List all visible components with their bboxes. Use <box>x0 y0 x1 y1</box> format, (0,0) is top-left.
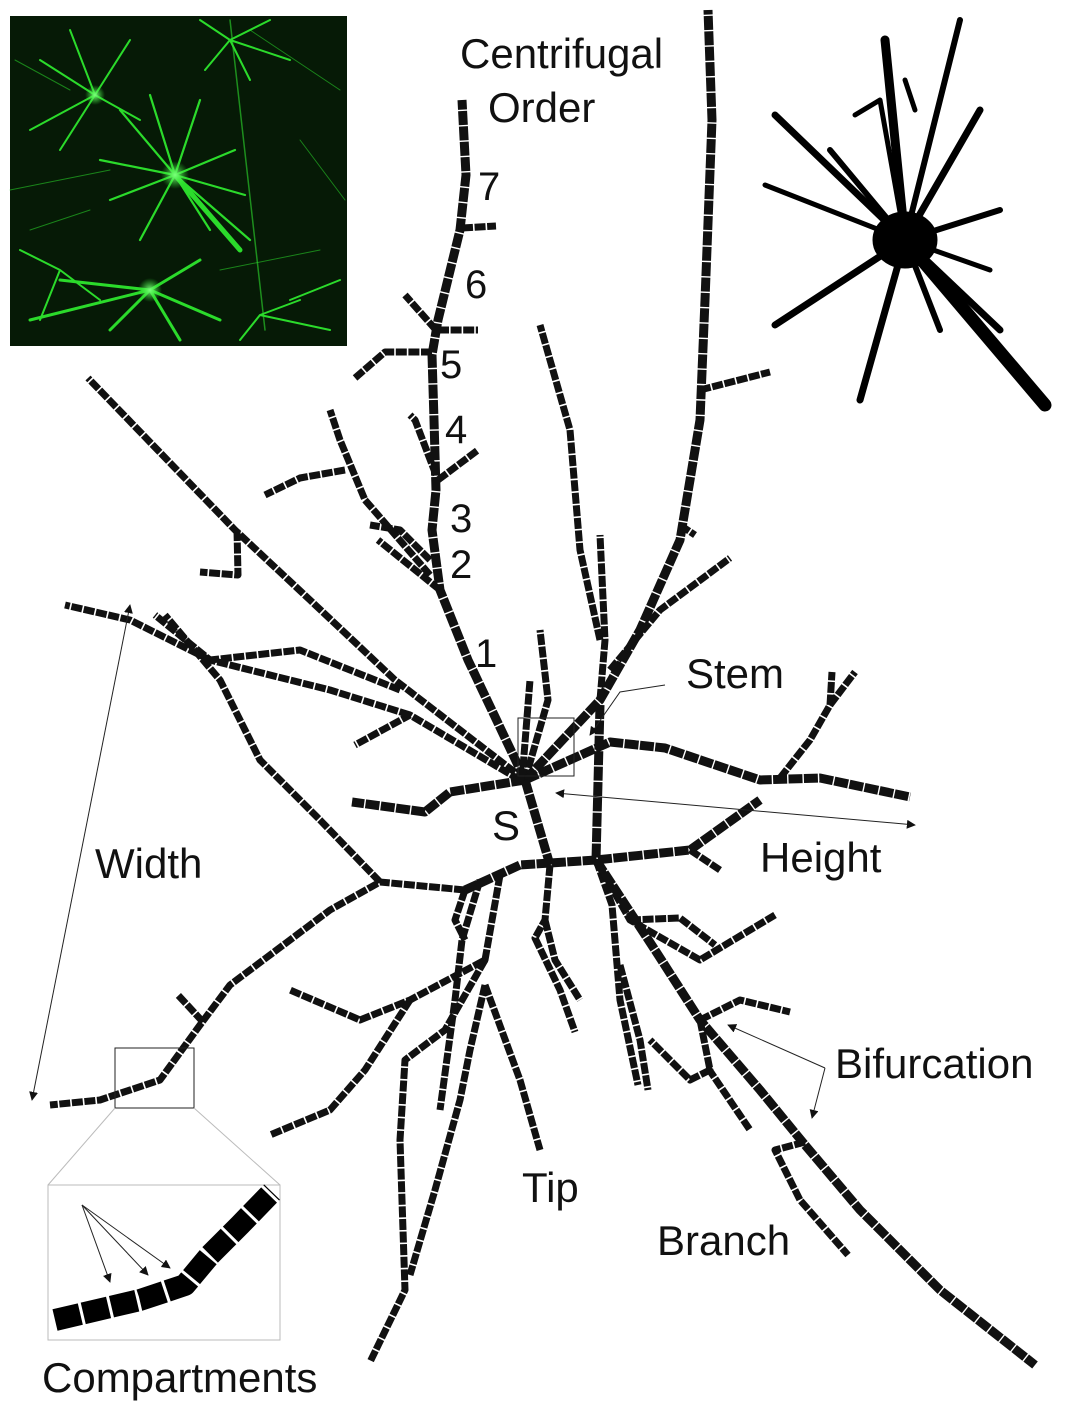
cell-silhouette-image <box>765 20 1045 405</box>
compartments-zoom-inset <box>48 1185 280 1340</box>
stem-label: Stem <box>686 650 784 697</box>
micrograph-soma <box>161 161 189 189</box>
order-number-2: 2 <box>450 543 472 587</box>
width-label: Width <box>95 840 202 887</box>
bifurcation-pointer-1 <box>728 1025 825 1068</box>
height-label: Height <box>760 834 882 881</box>
centrifugal-order-label-line1: Centrifugal <box>460 30 663 77</box>
right-dendrite <box>525 742 910 797</box>
compartments-label: Compartments <box>42 1354 317 1401</box>
bifurcation-pointer-2 <box>812 1068 825 1118</box>
bifurcation-label: Bifurcation <box>835 1040 1033 1087</box>
order-number-1: 1 <box>475 632 497 676</box>
lower-long-dendrite <box>370 960 485 1362</box>
tip-label: Tip <box>522 1164 579 1211</box>
order-number-3: 3 <box>450 497 472 541</box>
soma-label: S <box>492 802 520 849</box>
micrograph-soma-2 <box>85 85 105 105</box>
order-number-7: 7 <box>478 165 500 209</box>
soma-to-hub <box>525 780 550 865</box>
centrifugal-order-label-line2: Order <box>488 84 595 131</box>
order-number-6: 6 <box>465 263 487 307</box>
order-number-5: 5 <box>440 343 462 387</box>
zoom-source-box <box>115 1048 194 1108</box>
branch-label: Branch <box>657 1217 790 1264</box>
order-number-4: 4 <box>445 408 467 452</box>
fluorescence-micrograph-image <box>10 16 347 346</box>
micrograph-soma-3 <box>138 278 162 302</box>
